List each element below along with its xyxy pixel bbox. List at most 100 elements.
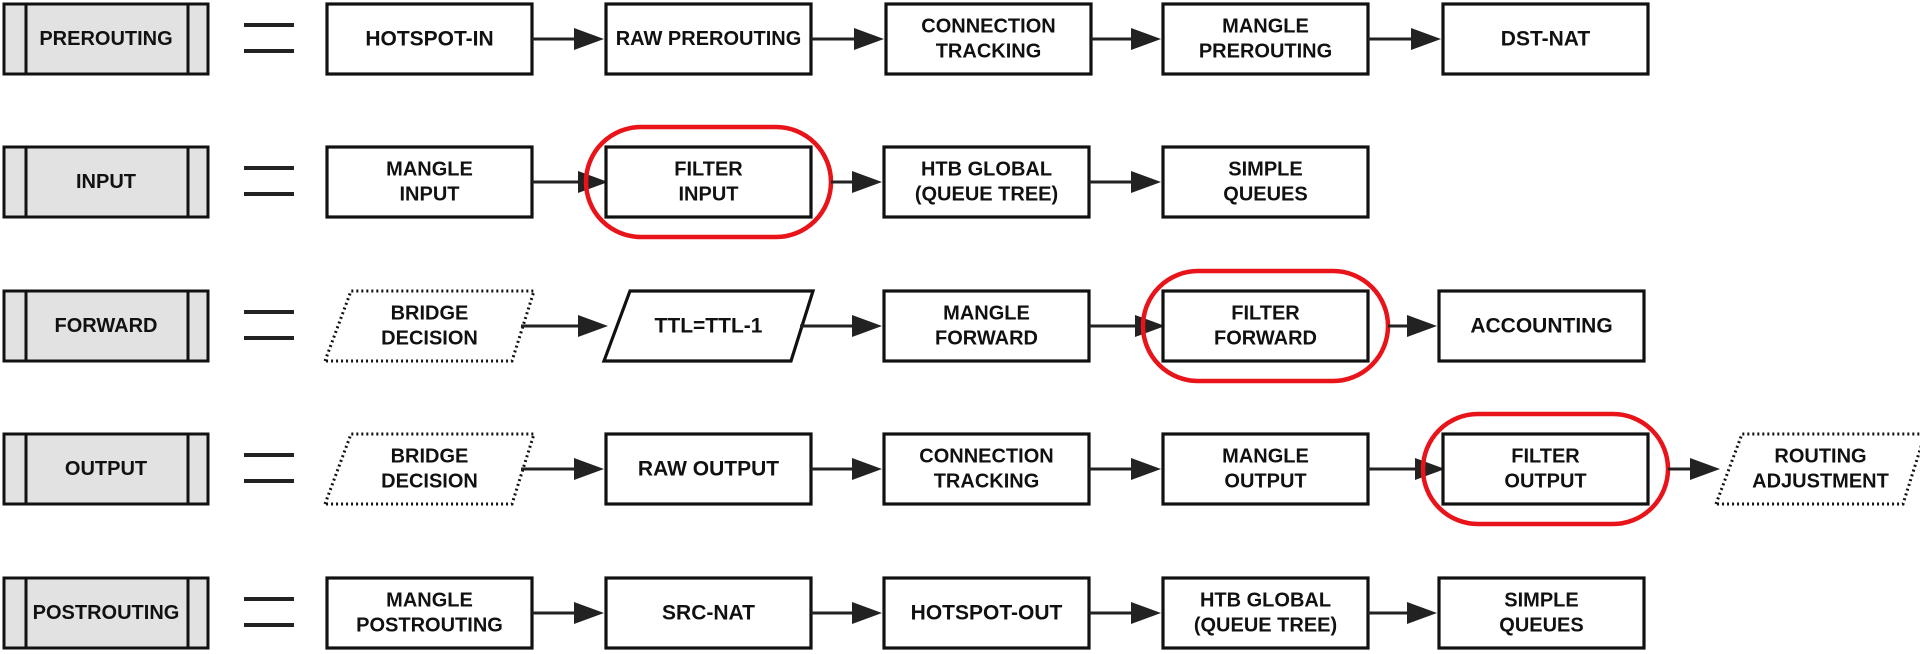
flow-arrow [811, 458, 882, 480]
step-htb-global-queue-tree-label: (QUEUE TREE) [1194, 615, 1337, 637]
chain-row-output: OUTPUT BRIDGE DECISION RAW OUTPUT CONNECTION… [2, 411, 1920, 527]
flow-arrow [532, 171, 608, 193]
step-connection-tracking-label: CONNECTION [921, 16, 1055, 38]
arrow-head [852, 458, 882, 480]
chain-label: PREROUTING [39, 28, 172, 50]
chain-box [2, 2, 210, 76]
step-routing-adjustment-shape [1713, 432, 1920, 506]
step-mangle-input-box [325, 145, 534, 219]
chain-row-forward: FORWARD BRIDGE DECISION TTL=TTL-1 MANGLEFORW… [2, 268, 1646, 384]
chain-prerouting: PREROUTING [2, 2, 210, 76]
step-bridge-decision-label: DECISION [381, 328, 478, 350]
step-htb-global-queue-tree-label: (QUEUE TREE) [915, 184, 1058, 206]
chain-box [2, 289, 210, 363]
step-bridge-decision: BRIDGE DECISION [322, 432, 537, 506]
step-mangle-postrouting-label: MANGLE [386, 590, 473, 612]
step-hotspot-in-box [325, 2, 534, 76]
arrow-head [1131, 458, 1161, 480]
step-mangle-postrouting-label: POSTROUTING [356, 615, 503, 637]
step-accounting-box [1437, 289, 1646, 363]
arrow-head [1411, 28, 1441, 50]
chain-box [2, 576, 210, 650]
arrow-head [574, 28, 604, 50]
step-mangle-prerouting-box [1161, 2, 1370, 76]
step-mangle-output-label: MANGLE [1222, 446, 1309, 468]
step-bridge-decision-label: BRIDGE [391, 303, 469, 325]
chain-forward: FORWARD [2, 289, 210, 363]
flow-arrow [1089, 315, 1165, 337]
step-mangle-forward-label: FORWARD [935, 328, 1038, 350]
flow-arrow [1668, 458, 1720, 480]
flow-arrow [800, 315, 882, 337]
step-mangle-forward-box [882, 289, 1091, 363]
arrow-head [1131, 602, 1161, 624]
step-connection-tracking-label: CONNECTION [919, 446, 1053, 468]
step-bridge-decision-label: DECISION [381, 471, 478, 493]
flow-arrow [532, 28, 604, 50]
arrow-head [578, 171, 608, 193]
step-mangle-input-label: MANGLE [386, 159, 473, 181]
step-htb-global-queue-tree-label: HTB GLOBAL [1200, 590, 1331, 612]
step-raw-prerouting-box [604, 2, 813, 76]
arrow-head [578, 315, 608, 337]
flow-arrow [521, 315, 608, 337]
step-filter-forward-label: FORWARD [1214, 328, 1317, 350]
arrow-head [1131, 171, 1161, 193]
equals-sign [244, 453, 294, 483]
step-dst-nat: DST-NAT [1441, 2, 1650, 76]
flow-arrow [1388, 315, 1437, 337]
step-src-nat-label: SRC-NAT [662, 602, 755, 625]
step-hotspot-in: HOTSPOT-IN [325, 2, 534, 76]
step-filter-input-label: FILTER [674, 159, 743, 181]
step-simple-queues-label: SIMPLE [1228, 159, 1302, 181]
step-connection-tracking-box [882, 432, 1091, 506]
flow-arrow [811, 28, 884, 50]
step-src-nat: SRC-NAT [604, 576, 813, 650]
step-mangle-output-box [1161, 432, 1370, 506]
arrow-head [852, 602, 882, 624]
chain-row-postrouting: POSTROUTING MANGLE POSTROUTING SRC-NAT HOTSP… [2, 576, 1646, 650]
step-mangle-input: MANGLE INPUT [325, 145, 534, 219]
chain-output: OUTPUT [2, 432, 210, 506]
step-mangle-input-label: INPUT [400, 184, 460, 206]
arrow-head [1407, 602, 1437, 624]
step-raw-output: RAW OUTPUT [604, 432, 813, 506]
arrow-head [1407, 315, 1437, 337]
step-filter-input-label: INPUT [679, 184, 739, 206]
step-simple-queues-label: SIMPLE [1504, 590, 1578, 612]
step-raw-output-box [604, 432, 813, 506]
flow-arrow [811, 602, 882, 624]
step-filter-output-label: OUTPUT [1504, 471, 1586, 493]
step-htb-global-queue-tree-label: HTB GLOBAL [921, 159, 1052, 181]
arrow-head [574, 458, 604, 480]
step-mangle-postrouting-box [325, 576, 534, 650]
step-bridge-decision-label: BRIDGE [391, 446, 469, 468]
step-hotspot-out-label: HOTSPOT-OUT [911, 602, 1063, 625]
step-accounting-label: ACCOUNTING [1470, 315, 1612, 338]
step-filter-forward-box [1161, 289, 1370, 363]
step-simple-queues-box [1161, 145, 1370, 219]
arrow-head [1135, 315, 1165, 337]
arrow-head [1415, 458, 1445, 480]
step-routing-adjustment-label: ADJUSTMENT [1752, 471, 1889, 493]
step-ttl-ttl-1-shape [601, 289, 816, 363]
step-mangle-postrouting: MANGLE POSTROUTING [325, 576, 534, 650]
flow-arrow [1368, 458, 1445, 480]
flow-arrow [1089, 171, 1161, 193]
step-hotspot-out: HOTSPOT-OUT [882, 576, 1091, 650]
flow-arrow [521, 458, 604, 480]
step-htb-global-queue-tree: HTB GLOBAL (QUEUE TREE) [882, 145, 1091, 219]
flow-arrow [831, 171, 882, 193]
step-mangle-prerouting-label: PREROUTING [1199, 41, 1332, 63]
chain-label: POSTROUTING [33, 602, 180, 624]
step-ttl-ttl-1-label: TTL=TTL-1 [655, 315, 763, 338]
step-connection-tracking-label: TRACKING [936, 41, 1042, 63]
